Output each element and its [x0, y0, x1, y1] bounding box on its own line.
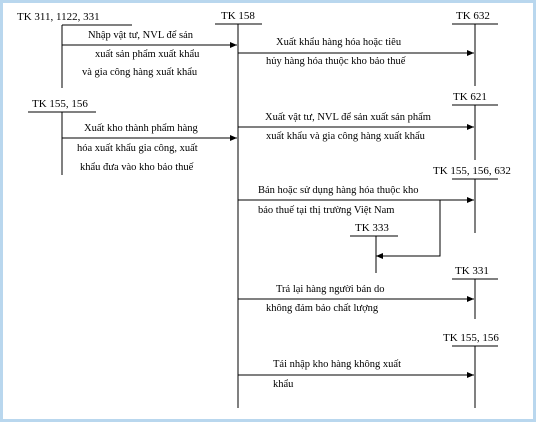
entry-e5-line1: Bán hoặc sử dụng hàng hóa thuộc kho — [258, 185, 419, 196]
entry-e2-line1: Xuất khẩu hàng hóa hoặc tiêu — [276, 37, 402, 48]
tk333-label: TK 333 — [355, 222, 389, 234]
entry-e7-line2: khẩu — [273, 379, 294, 390]
tk311-label: TK 311, 1122, 331 — [17, 11, 100, 23]
tk158-label: TK 158 — [221, 10, 255, 22]
tk155-156-b-label: TK 155, 156 — [443, 332, 499, 344]
entry-e4-line1: Xuất vật tư, NVL để sản xuất sản phẩm — [265, 112, 431, 123]
entry-e3-line2: hóa xuất khẩu gia công, xuất — [77, 143, 198, 154]
tk331-label: TK 331 — [455, 265, 489, 277]
tk155-156-632-label: TK 155, 156, 632 — [433, 165, 511, 177]
tk621-label: TK 621 — [453, 91, 487, 103]
entry-e1-line3: và gia công hàng xuất khẩu — [82, 67, 198, 78]
tk632-label: TK 632 — [456, 10, 490, 22]
entry-e1-line2: xuất sản phẩm xuất khẩu — [95, 49, 200, 60]
entry-e1-line1: Nhập vật tư, NVL để sản — [88, 30, 194, 41]
tk155-156-label: TK 155, 156 — [32, 98, 88, 110]
entry-e6-line2: không đảm bảo chất lượng — [266, 303, 379, 314]
entry-e7-line1: Tái nhập kho hàng không xuất — [273, 359, 402, 370]
entry-e5-line2: bảo thuế tại thị trường Việt Nam — [258, 205, 395, 216]
entry-e3-line1: Xuất kho thành phẩm hàng — [84, 123, 198, 134]
arrow-e5-to-tk333 — [376, 200, 441, 259]
entry-e2-line2: hủy hàng hóa thuộc kho bảo thuế — [266, 56, 406, 67]
entry-e3-line3: khẩu đưa vào kho bảo thuế — [80, 162, 194, 173]
entry-e4-line2: xuất khẩu và gia công hàng xuất khẩu — [266, 131, 425, 142]
entry-e6-line1: Trả lại hàng người bán do — [276, 284, 385, 295]
